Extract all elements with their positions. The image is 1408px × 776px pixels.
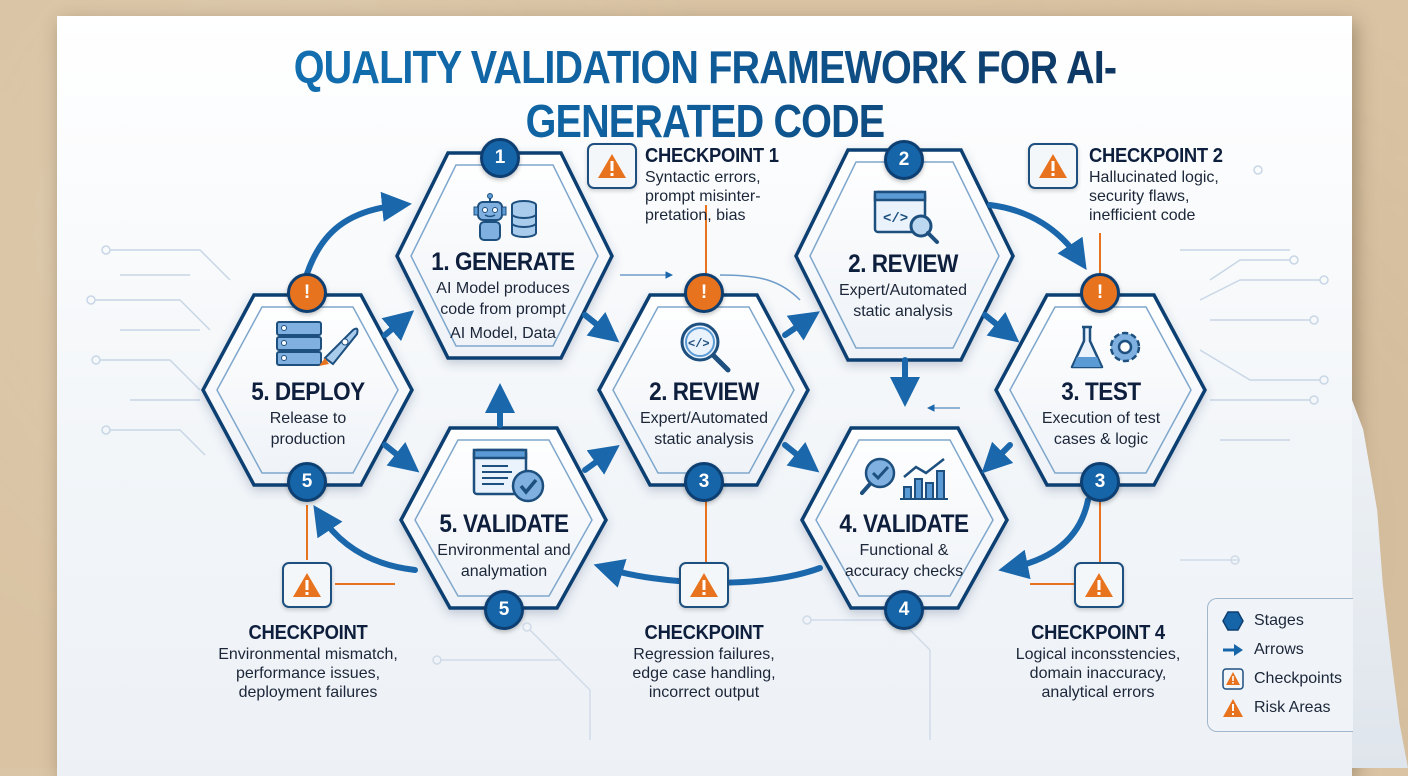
stage-validate-4[interactable]: 4. VALIDATE Functional & accuracy checks bbox=[839, 510, 969, 580]
arrow-icon bbox=[1222, 640, 1244, 660]
arrow-validate5-to-review bbox=[582, 444, 620, 475]
stage-generate[interactable]: 1. GENERATE AI Model produces code from … bbox=[431, 248, 575, 342]
arrow-deploy-to-generate-short bbox=[381, 310, 415, 342]
checkpoint-deploy: CHECKPOINT Environmental mismatch, perfo… bbox=[218, 622, 398, 701]
magnifier-chart-icon bbox=[860, 457, 948, 500]
arrow-validate5-to-deploy bbox=[313, 505, 418, 573]
checkpoint-regression: CHECKPOINT Regression failures, edge cas… bbox=[632, 622, 776, 701]
circuit-decoration-right bbox=[1180, 165, 1329, 441]
hexagon-test bbox=[994, 293, 1207, 487]
stage-test[interactable]: 3. TEST Execution of test cases & logic bbox=[1041, 378, 1161, 448]
checkpoint-deploy-warning-icon bbox=[282, 562, 332, 608]
arrow-reviewtop-to-test bbox=[982, 312, 1020, 343]
hexagon-icon bbox=[1222, 611, 1244, 631]
checkpoint-2-warning-icon bbox=[1028, 143, 1078, 189]
step-badge-1: 1 bbox=[480, 138, 520, 178]
hexagon-validate-5 bbox=[399, 426, 608, 610]
checkpoint-regression-warning-icon bbox=[679, 562, 729, 608]
stage-review-center[interactable]: 2. REVIEW Expert/Automated static analys… bbox=[639, 378, 769, 448]
alert-badge-deploy: ! bbox=[287, 273, 327, 313]
circuit-decoration-left bbox=[86, 245, 231, 456]
arrow-review-to-test bbox=[987, 202, 1087, 270]
stage-validate-5[interactable]: 5. VALIDATE Environmental and analymatio… bbox=[437, 510, 571, 580]
hexagon-validate-4 bbox=[800, 426, 1009, 610]
checkpoint-4-warning-icon bbox=[1074, 562, 1124, 608]
checkpoint-4: CHECKPOINT 4 Logical inconsstencies, dom… bbox=[1015, 622, 1181, 701]
legend: Stages Arrows Checkpoints Risk Areas bbox=[1207, 598, 1353, 732]
stage-title: 1. GENERATE bbox=[431, 248, 575, 276]
legend-item-risk-areas: Risk Areas bbox=[1222, 698, 1330, 718]
server-rocket-icon bbox=[276, 321, 359, 366]
arrow-review-to-validate4 bbox=[782, 442, 820, 473]
arrow-test-to-validate4 bbox=[998, 497, 1091, 580]
step-badge-3-review: 3 bbox=[684, 462, 724, 502]
arrow-deploy-to-generate bbox=[302, 191, 412, 283]
checkpoint-1-warning-icon bbox=[587, 143, 637, 189]
hexagon-generate bbox=[395, 151, 614, 360]
arrow-deploy-to-validate5 bbox=[382, 442, 420, 473]
magnifier-code-icon: </> bbox=[680, 322, 731, 373]
step-badge-4-validate: 4 bbox=[884, 590, 924, 630]
alert-badge-review: ! bbox=[684, 273, 724, 313]
flask-gear-icon bbox=[1070, 325, 1141, 369]
hexagon-review-center bbox=[597, 293, 810, 487]
step-badge-5-validate: 5 bbox=[484, 590, 524, 630]
checklist-window-icon bbox=[472, 448, 545, 503]
code-search-icon: </> bbox=[873, 190, 939, 244]
checkpoint-2: CHECKPOINT 2 Hallucinated logic, securit… bbox=[1089, 145, 1223, 224]
checkpoint-connectors bbox=[306, 205, 1101, 585]
hexagon-deploy bbox=[201, 293, 414, 487]
hexagon-review-top bbox=[794, 148, 1015, 362]
svg-text:</>: </> bbox=[688, 337, 710, 351]
alert-badge-test: ! bbox=[1080, 273, 1120, 313]
stage-deploy[interactable]: 5. DEPLOY Release to production bbox=[251, 378, 365, 448]
checkpoint-1: CHECKPOINT 1 Syntactic errors, prompt mi… bbox=[645, 145, 779, 224]
arrow-review-to-review bbox=[782, 311, 820, 341]
step-badge-2: 2 bbox=[884, 140, 924, 180]
legend-item-checkpoints: Checkpoints bbox=[1222, 668, 1342, 690]
stage-review-top[interactable]: 2. REVIEW Expert/Automated static analys… bbox=[838, 250, 968, 320]
circuit-decoration-bottom bbox=[432, 555, 1240, 740]
step-badge-5-deploy: 5 bbox=[287, 462, 327, 502]
robot-database-icon bbox=[473, 193, 537, 241]
arrow-generate-to-review bbox=[582, 312, 620, 343]
legend-item-stages: Stages bbox=[1222, 611, 1304, 631]
arrow-test-to-validate4-short bbox=[981, 441, 1014, 474]
step-badge-3-test: 3 bbox=[1080, 462, 1120, 502]
boxed-warning-icon bbox=[1222, 668, 1244, 690]
page-title: QUALITY VALIDATION FRAMEWORK FOR AI-GENE… bbox=[228, 40, 1183, 148]
legend-item-arrows: Arrows bbox=[1222, 640, 1304, 660]
warning-triangle-icon bbox=[1222, 698, 1244, 718]
svg-text:</>: </> bbox=[883, 211, 908, 227]
